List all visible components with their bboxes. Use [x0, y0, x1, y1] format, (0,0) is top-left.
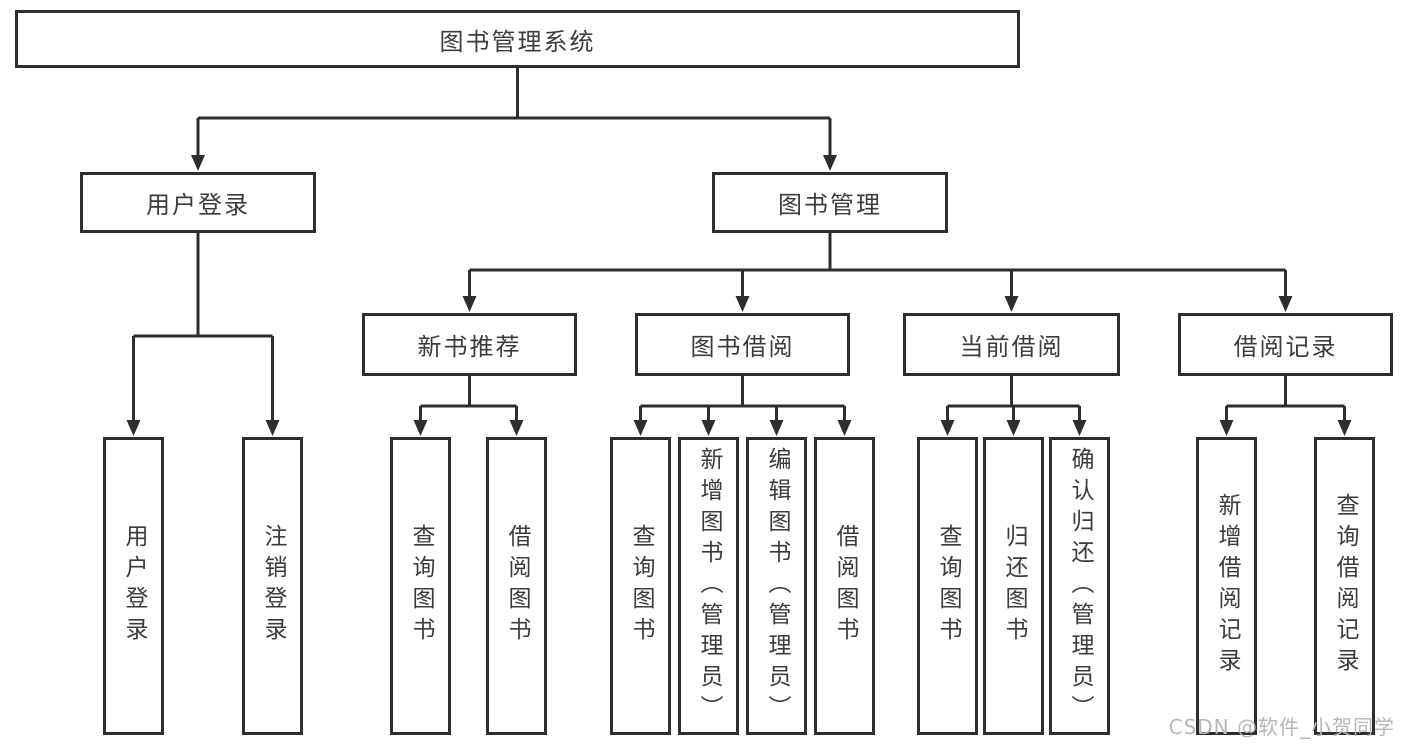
leaf-borrow-books: 借阅图书: [814, 437, 875, 735]
leaf-query-books-recommend: 查询图书: [390, 437, 451, 735]
node-user-login: 用户登录: [80, 172, 316, 233]
leaf-return-books: 归还图书: [983, 437, 1044, 735]
leaf-query-books-borrow: 查询图书: [610, 437, 671, 735]
leaf-logout: 注销登录: [242, 437, 303, 735]
leaf-label: 新增图书（管理员）: [696, 447, 722, 726]
leaf-label: 新增借阅记录: [1214, 493, 1240, 679]
node-label: 图书管理系统: [439, 27, 596, 56]
leaf-confirm-return-admin: 确认归还（管理员）: [1049, 437, 1110, 735]
leaf-add-borrow-record: 新增借阅记录: [1196, 437, 1257, 735]
node-label: 新书推荐: [417, 333, 522, 361]
node-book-management: 图书管理: [712, 172, 948, 233]
node-label: 图书借阅: [690, 333, 795, 361]
leaf-query-borrow-record: 查询借阅记录: [1314, 437, 1375, 735]
leaf-label: 归还图书: [1001, 524, 1027, 648]
leaf-label: 借阅图书: [832, 524, 858, 648]
leaf-label: 注销登录: [260, 524, 286, 648]
csdn-watermark: CSDN @软件_小贺同学: [1168, 715, 1395, 739]
leaf-add-book-admin: 新增图书（管理员）: [678, 437, 739, 735]
leaf-label: 借阅图书: [504, 524, 530, 648]
leaf-edit-book-admin: 编辑图书（管理员）: [746, 437, 807, 735]
node-borrow-records: 借阅记录: [1178, 313, 1393, 376]
leaf-label: 查询图书: [628, 524, 654, 648]
node-label: 图书管理: [778, 191, 882, 219]
node-current-borrow: 当前借阅: [903, 313, 1120, 376]
node-new-book-recommend: 新书推荐: [362, 313, 577, 376]
node-label: 借阅记录: [1233, 333, 1338, 361]
node-library-management-system: 图书管理系统: [15, 10, 1020, 68]
leaf-label: 编辑图书（管理员）: [764, 447, 790, 726]
leaf-label: 查询图书: [935, 524, 961, 648]
leaf-label: 确认归还（管理员）: [1067, 447, 1093, 726]
node-book-borrow: 图书借阅: [635, 313, 850, 376]
node-label: 当前借阅: [959, 333, 1064, 361]
leaf-borrow-books-recommend: 借阅图书: [486, 437, 547, 735]
leaf-user-login: 用户登录: [103, 437, 164, 735]
leaf-query-books-current: 查询图书: [917, 437, 978, 735]
node-label: 用户登录: [146, 191, 250, 219]
leaf-label: 用户登录: [121, 524, 147, 648]
leaf-label: 查询图书: [408, 524, 434, 648]
leaf-label: 查询借阅记录: [1332, 493, 1358, 679]
